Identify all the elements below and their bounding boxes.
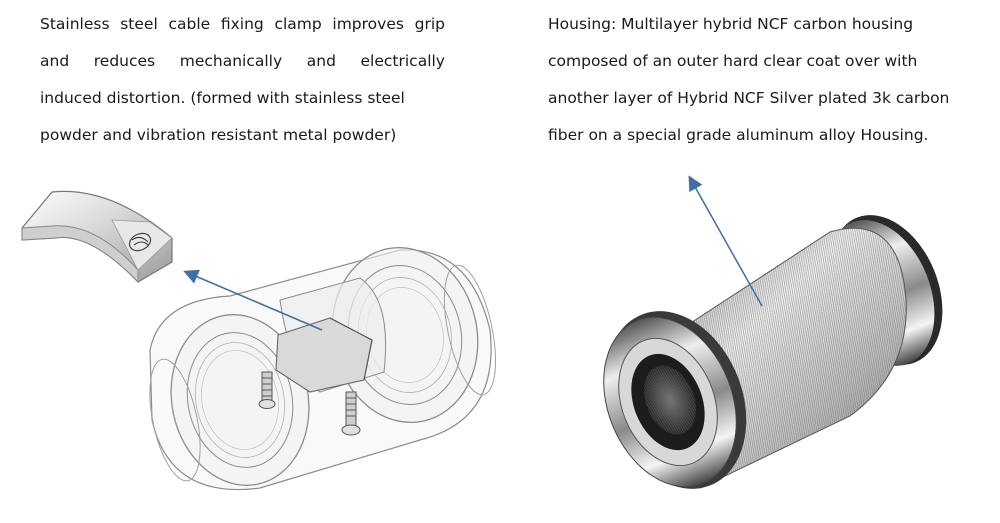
housing-description-line-3: another layer of Hybrid NCF Silver plate… [548, 89, 950, 107]
clamp-illustration [21, 190, 173, 284]
housing-description: Housing: Multilayer hybrid NCF carbon ho… [548, 6, 988, 154]
clamp-description-line-4: powder and vibration resistant metal pow… [40, 126, 397, 144]
clamp-description-line-3: induced distortion. (formed with stainle… [40, 89, 405, 107]
clamp-pointer-arrow [183, 269, 323, 331]
housing-description-line-4: fiber on a special grade aluminum alloy … [548, 126, 929, 144]
housing-pointer-arrow [688, 175, 763, 307]
housing-description-line-2: composed of an outer hard clear coat ove… [548, 52, 918, 70]
transparent-housing-illustration [149, 246, 497, 491]
housing-description-line-1: Housing: Multilayer hybrid NCF carbon ho… [548, 15, 914, 33]
carbon-housing-illustration [603, 215, 943, 489]
